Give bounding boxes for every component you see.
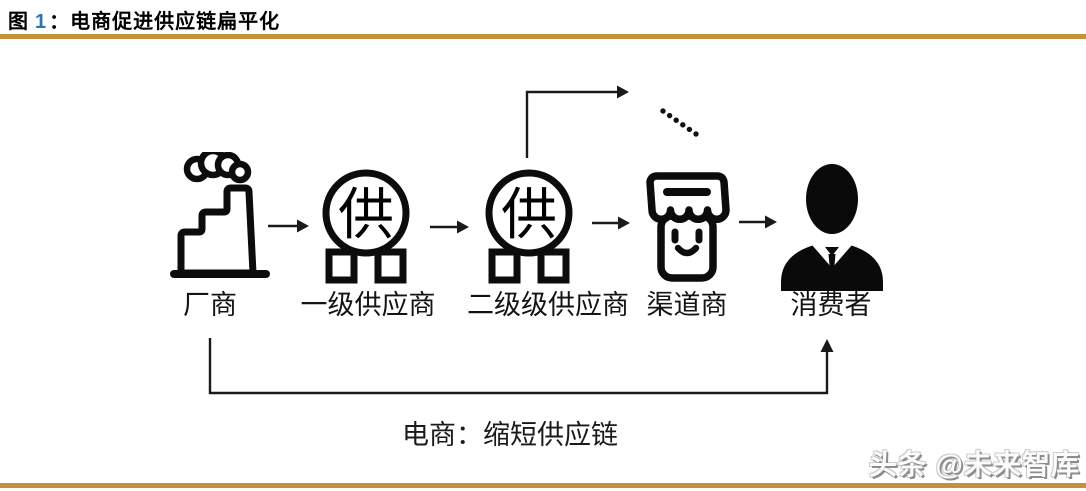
supplier-glyph: 供 bbox=[501, 183, 557, 246]
tier1-supplier-node: 供 bbox=[316, 168, 416, 286]
figure-label: 图 bbox=[8, 11, 29, 33]
arrow-manufacturer-to-tier1 bbox=[268, 219, 309, 233]
label-consumer: 消费者 bbox=[790, 290, 872, 320]
storefront-icon bbox=[646, 172, 730, 282]
arrow-tier2-up-bypass bbox=[525, 85, 629, 158]
person-icon bbox=[781, 164, 883, 291]
arrow-ecommerce-shortcut bbox=[208, 338, 834, 395]
figure-number: 1 bbox=[35, 11, 48, 33]
supplier-icon: 供 bbox=[322, 169, 410, 284]
figure-colon: ： bbox=[49, 11, 71, 33]
factory-icon bbox=[170, 152, 270, 278]
arrow-tier1-to-tier2 bbox=[430, 220, 469, 234]
figure-title-text: 电商促进供应链扁平化 bbox=[70, 11, 281, 33]
ellipsis-dots bbox=[660, 108, 699, 137]
label-manufacturer: 厂商 bbox=[183, 290, 237, 320]
supplier-glyph: 供 bbox=[338, 183, 394, 246]
label-tier2-supplier: 二级级供应商 bbox=[467, 290, 629, 320]
top-divider-line bbox=[0, 34, 1086, 39]
manufacturer-node bbox=[170, 152, 270, 280]
bottom-divider-line bbox=[0, 483, 1086, 488]
watermark: 头条 @未来智库 bbox=[868, 449, 1080, 480]
distributor-node bbox=[637, 166, 737, 290]
label-distributor: 渠道商 bbox=[646, 290, 728, 320]
tier2-supplier-node: 供 bbox=[479, 168, 579, 286]
arrow-tier2-to-distributor bbox=[592, 216, 630, 230]
label-tier1-supplier: 一级供应商 bbox=[300, 290, 436, 320]
ecommerce-shortcut-label: 电商：缩短供应链 bbox=[402, 420, 618, 450]
supplier-icon: 供 bbox=[485, 169, 573, 284]
arrow-distributor-to-consumer bbox=[739, 215, 777, 229]
consumer-node bbox=[776, 162, 888, 292]
